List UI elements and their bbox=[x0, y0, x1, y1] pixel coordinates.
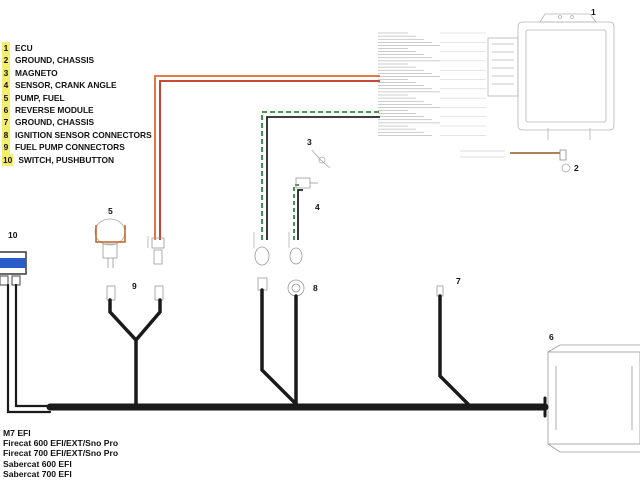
legend-number: 3 bbox=[2, 66, 10, 80]
callout-6: 6 bbox=[549, 332, 554, 342]
fuel-pump bbox=[94, 218, 126, 268]
crank-sensor-wires bbox=[261, 111, 380, 240]
legend-item: 5 PUMP, FUEL bbox=[2, 91, 202, 104]
model-name: Firecat 600 EFI/EXT/Sno Pro bbox=[3, 438, 119, 449]
legend-number: 4 bbox=[2, 79, 10, 92]
legend-label: MAGNETO bbox=[15, 67, 58, 78]
legend-number: 7 bbox=[2, 116, 10, 129]
callout-4: 4 bbox=[315, 202, 320, 212]
legend-label: ECU bbox=[15, 43, 33, 53]
crank-angle-sensor bbox=[295, 177, 318, 189]
callout-1: 1 bbox=[591, 7, 596, 17]
model-name: Sabercat 700 EFI bbox=[3, 468, 72, 479]
callout-5: 5 bbox=[108, 206, 113, 216]
pushbutton-switch bbox=[0, 251, 27, 286]
legend-number: 10 bbox=[2, 153, 14, 166]
connector-shells bbox=[106, 237, 444, 301]
ecu-module bbox=[487, 13, 615, 140]
legend-number: 2 bbox=[2, 54, 10, 67]
legend-item: 9 FUEL PUMP CONNECTORS bbox=[2, 141, 202, 154]
legend-item: 6 REVERSE MODULE bbox=[2, 103, 202, 117]
legend-label: PUMP, FUEL bbox=[15, 92, 65, 103]
legend-number: 6 bbox=[2, 103, 10, 117]
legend-label: REVERSE MODULE bbox=[15, 104, 94, 115]
chassis-ground-2 bbox=[460, 149, 571, 173]
model-name: Sabercat 600 EFI bbox=[3, 458, 72, 469]
model-name: Firecat 700 EFI/EXT/Sno Pro bbox=[3, 448, 119, 459]
legend-number: 1 bbox=[2, 42, 10, 55]
legend-item: 2 GROUND, CHASSIS bbox=[2, 54, 202, 67]
callout-10: 10 bbox=[8, 230, 18, 240]
legend-item: 7 GROUND, CHASSIS bbox=[2, 116, 202, 129]
legend-label: IGNITION SENSOR CONNECTORS bbox=[15, 129, 152, 140]
wire-tags bbox=[147, 232, 290, 248]
callout-labels: 1 2 3 4 5 6 7 8 9 10 bbox=[8, 7, 596, 342]
callout-2: 2 bbox=[574, 163, 579, 173]
legend-item: 8 IGNITION SENSOR CONNECTORS bbox=[2, 128, 202, 142]
legend-number: 5 bbox=[2, 91, 10, 104]
magneto bbox=[311, 149, 331, 169]
legend-item: 4 SENSOR, CRANK ANGLE bbox=[2, 79, 202, 92]
main-harness bbox=[6, 283, 549, 418]
legend-label: GROUND, CHASSIS bbox=[15, 117, 95, 128]
legend-number: 8 bbox=[2, 128, 10, 142]
callout-7: 7 bbox=[456, 276, 461, 286]
model-name: M7 EFI bbox=[3, 428, 31, 438]
legend-label: GROUND, CHASSIS bbox=[15, 55, 95, 66]
legend-number: 9 bbox=[2, 141, 10, 154]
legend-item: 1 ECU bbox=[2, 42, 202, 55]
fuel-pump-wires bbox=[154, 75, 380, 240]
callout-9: 9 bbox=[132, 281, 137, 291]
legend-label: SWITCH, PUSHBUTTON bbox=[18, 154, 115, 165]
legend-label: SENSOR, CRANK ANGLE bbox=[15, 80, 117, 91]
callout-3: 3 bbox=[307, 137, 312, 147]
reverse-module bbox=[547, 344, 640, 453]
legend-label: FUEL PUMP CONNECTORS bbox=[15, 142, 125, 153]
legend-item: 10 SWITCH, PUSHBUTTON bbox=[2, 153, 202, 166]
ecu-pin-list bbox=[378, 32, 486, 136]
legend-item: 3 MAGNETO bbox=[2, 66, 202, 80]
callout-8: 8 bbox=[313, 283, 318, 293]
